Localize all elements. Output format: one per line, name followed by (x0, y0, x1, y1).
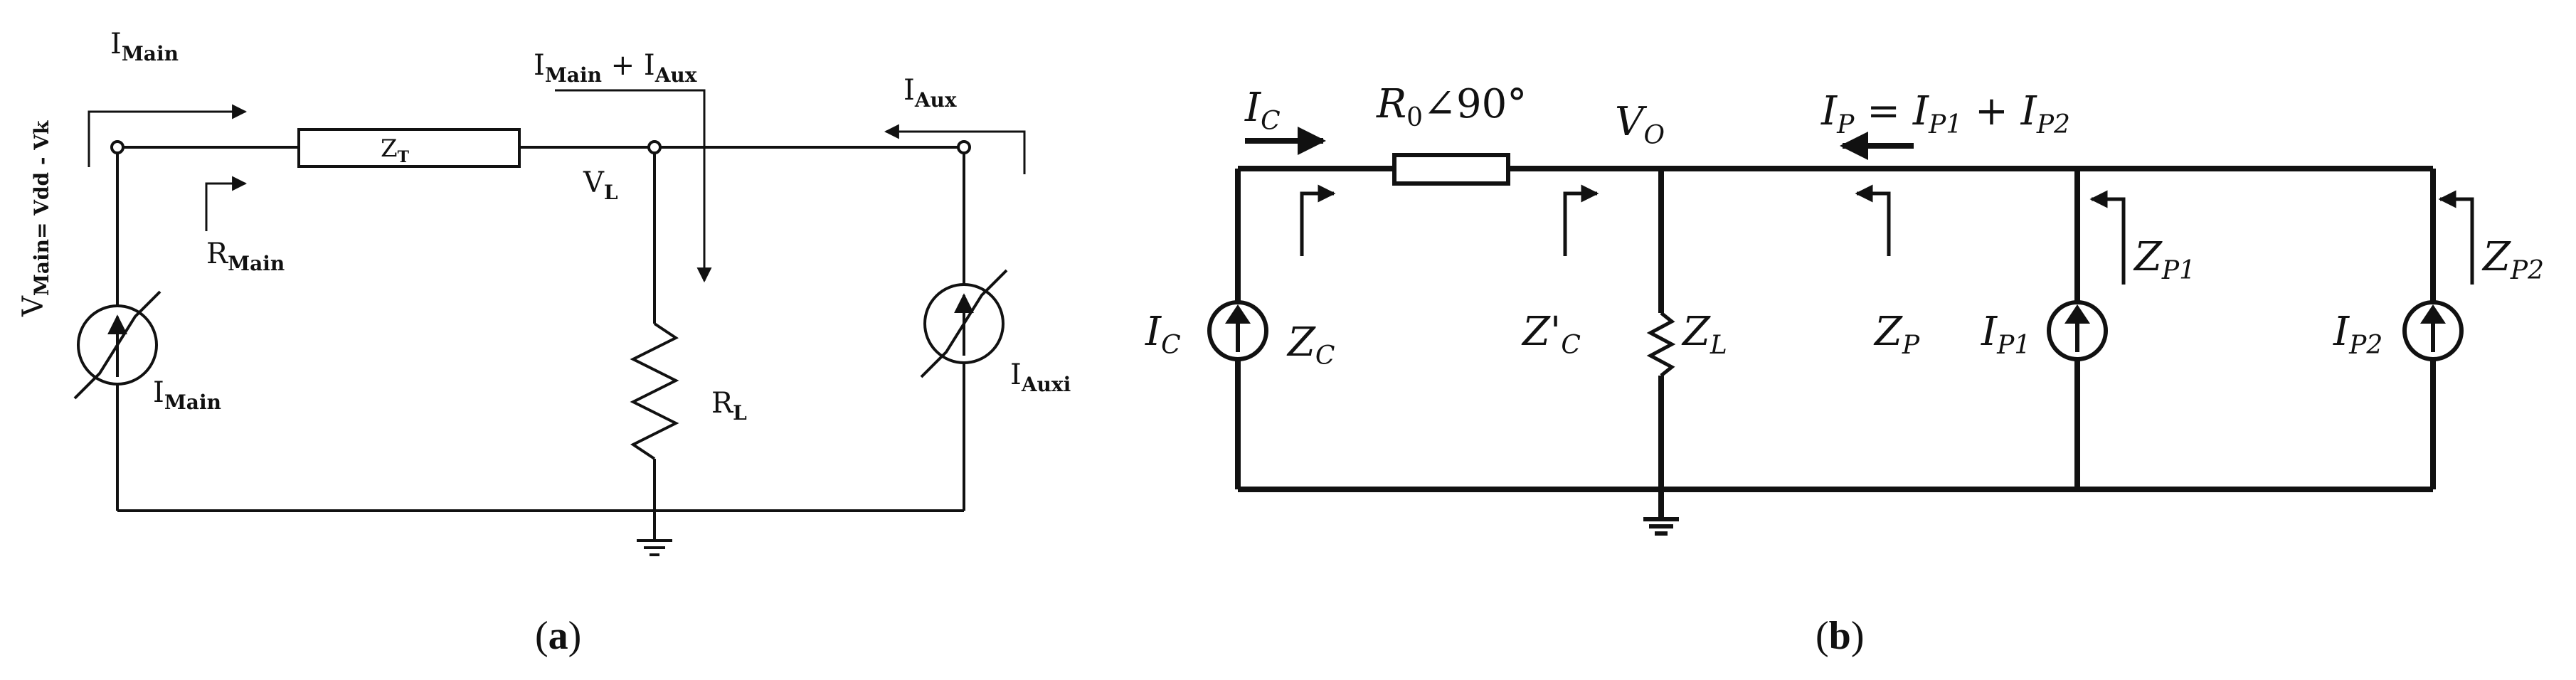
current-source-ip2-icon (2402, 300, 2464, 361)
label-zp2: ZP2 (2481, 234, 2544, 285)
label-rmain: RMain (206, 238, 285, 275)
node-a-left (110, 140, 124, 154)
arrow-zc-icon (1300, 184, 1336, 256)
circuit-a (73, 89, 1026, 556)
label-ic-top: IC (1244, 85, 1281, 136)
label-iaux-top: IAux (903, 74, 957, 112)
arrow-zp1-icon (2089, 190, 2126, 285)
arrow-rmain-icon (205, 176, 248, 231)
arrow-imain-aux-icon (555, 89, 712, 283)
arrow-zp2-icon (2438, 190, 2474, 285)
node-a-right (957, 140, 971, 154)
label-iaux-source: IAuxi (1010, 358, 1071, 396)
arrow-imain-icon (88, 104, 248, 167)
label-imain-top: IMain (110, 28, 179, 65)
label-ip-equation: IP = IP1 + IP2 (1820, 88, 2070, 139)
label-vmain: VMain= Vdd - Vk (17, 120, 53, 317)
caption-b: (b) (1816, 614, 1864, 658)
impedance-zt (297, 128, 521, 168)
ground-icon (637, 539, 672, 556)
resistor-rl (630, 322, 679, 460)
label-zp1: ZP1 (2133, 234, 2195, 285)
label-ip1-source: IP1 (1981, 309, 2030, 360)
node-vl (647, 140, 662, 154)
current-source-ic-icon (1207, 300, 1268, 361)
arrow-zp-icon (1855, 184, 1891, 256)
arrow-iaux-icon (884, 124, 1026, 174)
label-zl: ZL (1681, 309, 1727, 360)
label-zt: ZT (381, 134, 410, 166)
label-zc-prime: Z'C (1521, 309, 1581, 360)
ground-icon (1643, 517, 1679, 536)
label-vl: VL (583, 166, 618, 204)
label-imain-aux: IMain + IAux (534, 49, 697, 87)
resistor-zl (1646, 312, 1676, 377)
current-source-aux-icon (920, 269, 1008, 378)
resistor-r0 (1392, 153, 1510, 186)
caption-a: (a) (535, 614, 581, 658)
arrow-zc-prime-icon (1563, 184, 1599, 256)
circuit-b (1207, 127, 2474, 536)
label-vo: VO (1615, 99, 1665, 150)
label-r0: R0∠90° (1376, 81, 1527, 132)
label-ip2-source: IP2 (2333, 309, 2382, 360)
label-zc: ZC (1286, 319, 1335, 371)
label-zp: ZP (1873, 309, 1920, 360)
label-rl: RL (711, 387, 747, 425)
label-imain-source: IMain (153, 376, 221, 414)
current-source-ip1-icon (2047, 300, 2108, 361)
current-source-main-icon (73, 290, 161, 400)
label-ic-source: IC (1145, 309, 1181, 360)
